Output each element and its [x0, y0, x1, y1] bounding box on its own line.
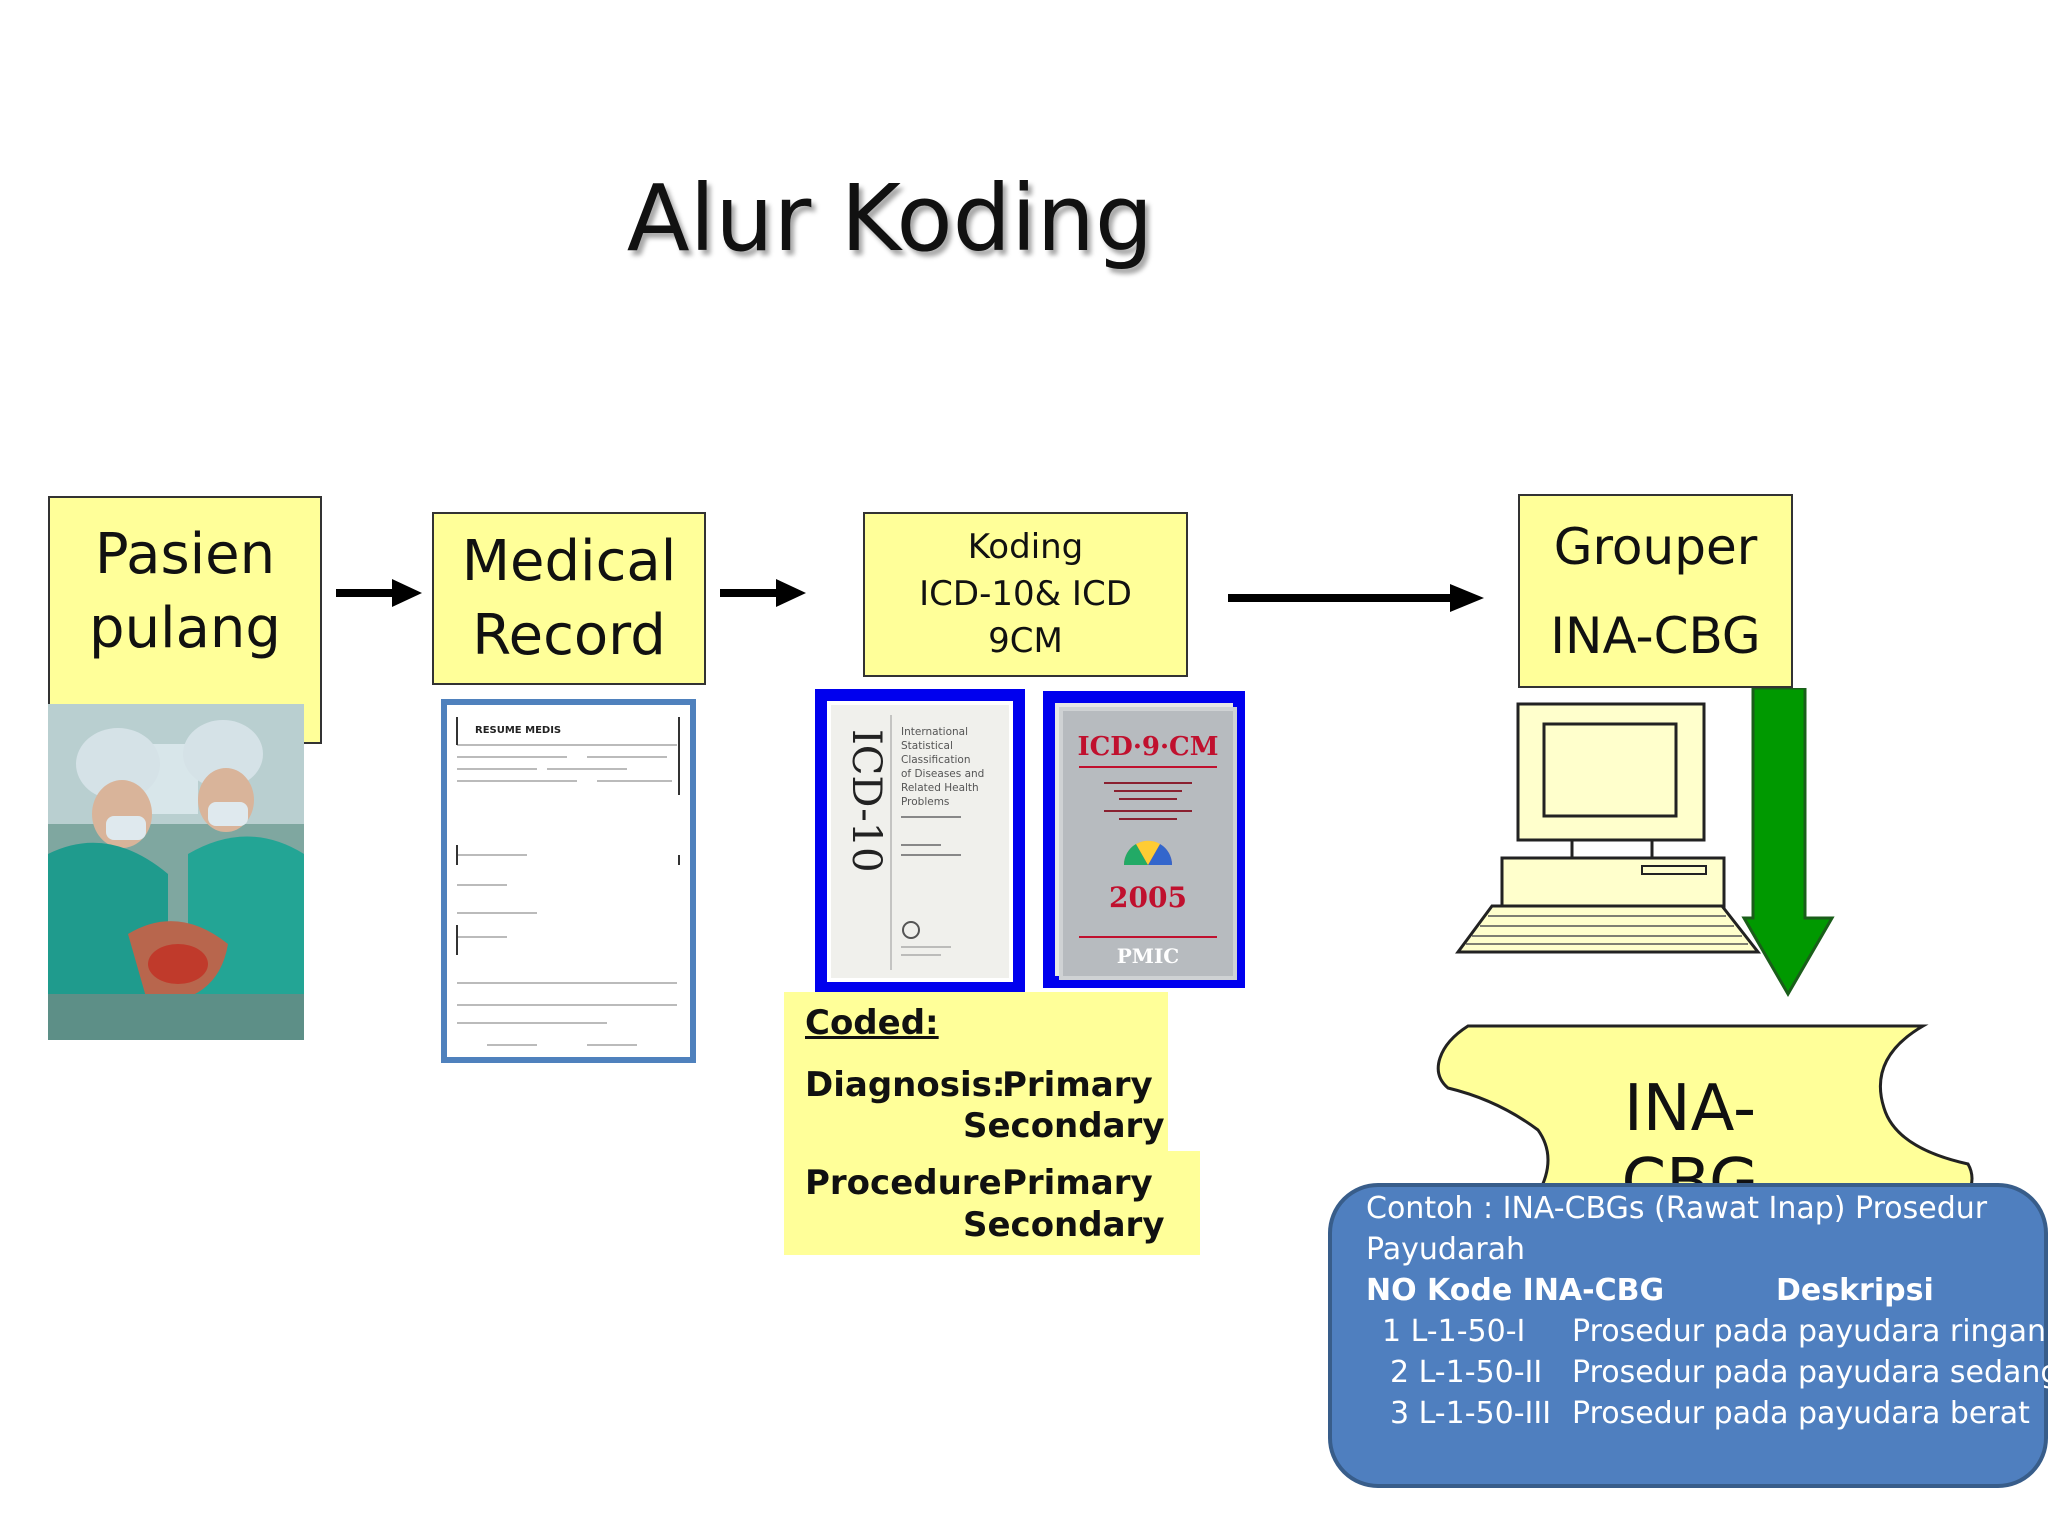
example-title-line2: Payudarah	[1366, 1232, 1526, 1267]
icd9cm-year: 2005	[1109, 881, 1187, 914]
step-coding-line3: 9CM	[988, 621, 1063, 661]
svg-text:International: International	[901, 726, 968, 738]
step-record-line1: Medical	[461, 528, 677, 594]
document-lines: RESUME MEDIS	[456, 717, 680, 1046]
example-row-2-deskripsi: Prosedur pada payudara sedang	[1572, 1355, 2048, 1390]
example-row-3-kode: 3 L-1-50-III	[1390, 1396, 1552, 1431]
step-coding-line2: ICD-10& ICD	[919, 574, 1132, 614]
coded-heading: Coded:	[805, 1003, 939, 1043]
surgeons-image	[48, 704, 304, 1040]
step-grouper-line1: Grouper	[1553, 517, 1758, 576]
coded-summary-box-top	[784, 992, 1168, 1152]
coded-summary-box-extension	[1168, 1151, 1200, 1255]
example-row-1-deskripsi: Prosedur pada payudara ringan	[1572, 1314, 2046, 1349]
step-coding-line1: Koding	[967, 527, 1084, 567]
step-patient-discharged: Pasien pulang	[48, 496, 322, 744]
medical-record-document: RESUME MEDIS	[441, 699, 696, 1063]
step-patient-line1: Pasien	[94, 522, 276, 587]
icd9cm-publisher: PMIC	[1117, 944, 1179, 968]
arrow-record-to-coding	[720, 579, 806, 607]
arrow-patient-to-record	[336, 579, 422, 607]
icd9cm-book-cover: ICD·9·CM 2005 PMIC	[1043, 691, 1245, 988]
step-grouper-line2: INA-CBG	[1550, 606, 1761, 665]
svg-text:of Diseases and: of Diseases and	[901, 768, 984, 780]
procedure-secondary: Secondary	[963, 1205, 1165, 1245]
icd9cm-title: ICD·9·CM	[1077, 732, 1218, 762]
svg-text:Problems: Problems	[901, 796, 949, 808]
procedure-label: Procedure:	[805, 1163, 1016, 1203]
example-title-line1: Contoh : INA-CBGs (Rawat Inap) Prosedur	[1366, 1191, 1988, 1226]
document-header: RESUME MEDIS	[475, 725, 561, 736]
step-coding: Koding ICD-10& ICD 9CM	[863, 512, 1188, 677]
svg-text:Related Health: Related Health	[901, 782, 979, 794]
example-header-no-kode: NO Kode INA-CBG	[1366, 1273, 1665, 1308]
svg-text:Classification: Classification	[901, 754, 970, 766]
icd9cm-cover-art: ICD·9·CM 2005 PMIC	[1059, 707, 1237, 980]
green-down-arrow	[1741, 688, 1835, 997]
example-row-2-kode: 2 L-1-50-II	[1390, 1355, 1543, 1390]
diagnosis-label: Diagnosis:	[805, 1065, 1006, 1105]
icd10-cover-art: ICD-10 International Statistical Classif…	[843, 715, 984, 970]
icd10-book-cover: ICD-10 International Statistical Classif…	[815, 689, 1025, 994]
step-grouper: Grouper INA-CBG	[1518, 494, 1793, 688]
color-wheel-icon	[1123, 840, 1173, 865]
ina-cbg-result-shape	[1436, 1024, 1974, 1196]
example-panel: Contoh : INA-CBGs (Rawat Inap) Prosedur …	[1328, 1183, 2048, 1488]
example-header-deskripsi: Deskripsi	[1776, 1273, 1934, 1308]
diagnosis-primary: Primary	[1002, 1065, 1153, 1105]
svg-text:Statistical: Statistical	[901, 740, 953, 752]
example-row-1-kode: 1 L-1-50-I	[1382, 1314, 1526, 1349]
step-patient-line2: pulang	[89, 596, 281, 661]
step-record-line2: Record	[472, 602, 666, 668]
procedure-primary: Primary	[1002, 1163, 1153, 1203]
surgery-photo	[48, 704, 304, 1040]
arrow-coding-to-grouper	[1228, 584, 1484, 612]
diagnosis-secondary: Secondary	[963, 1106, 1165, 1146]
slide-title: Alur Koding	[626, 165, 1154, 272]
who-emblem-icon	[902, 921, 920, 939]
icd10-spine-title: ICD-10	[843, 729, 889, 873]
step-medical-record: Medical Record	[432, 512, 706, 685]
computer-icon	[1455, 702, 1762, 954]
example-row-3-deskripsi: Prosedur pada payudara berat	[1572, 1396, 2030, 1431]
